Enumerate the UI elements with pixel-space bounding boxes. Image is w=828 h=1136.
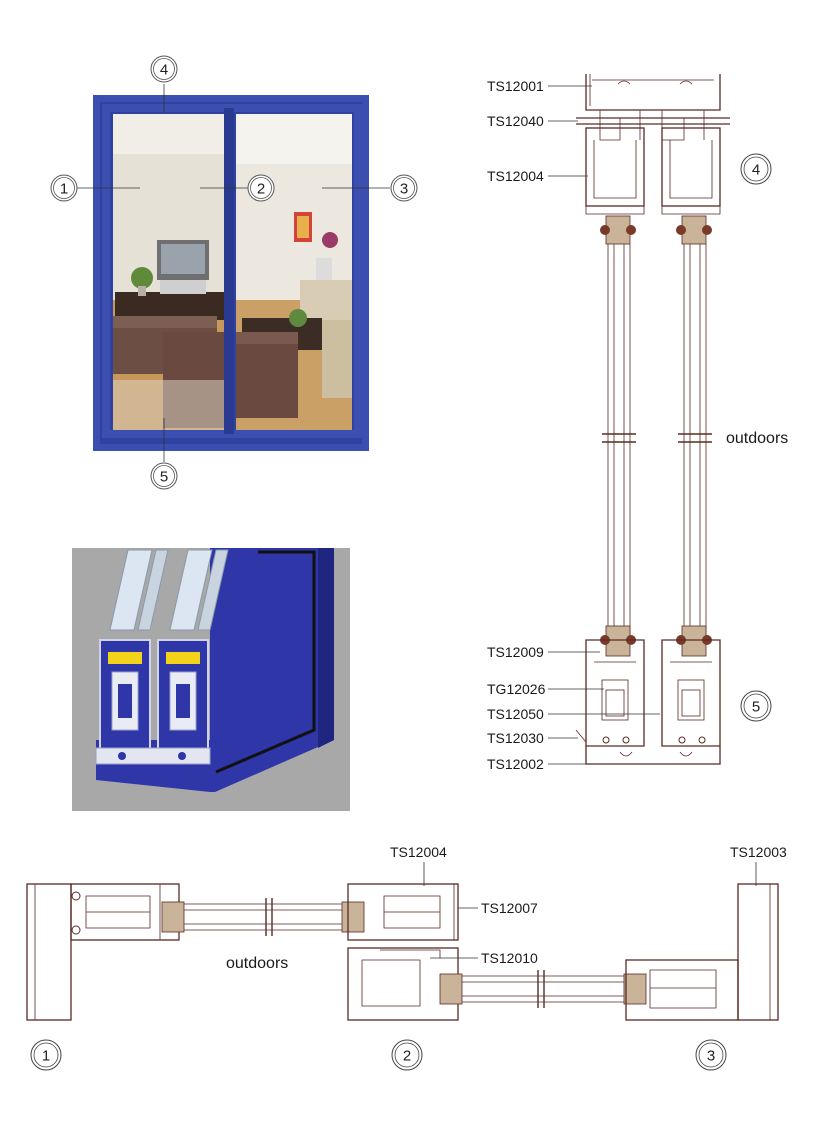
photo-marker-1: 1 [50, 174, 78, 202]
svg-text:3: 3 [707, 1048, 715, 1065]
svg-text:1: 1 [60, 181, 68, 198]
label-ts12004-horizontal: TS12004 [390, 844, 447, 860]
photo-callouts: 4 1 2 3 5 [50, 55, 418, 490]
photo-marker-3: 3 [390, 174, 418, 202]
svg-text:5: 5 [752, 699, 760, 716]
svg-text:4: 4 [752, 162, 760, 179]
svg-text:4: 4 [160, 62, 168, 79]
svg-text:3: 3 [400, 181, 408, 198]
profile-cutaway [72, 548, 350, 811]
photo-marker-4: 4 [150, 55, 178, 83]
left-sash-scene [113, 114, 225, 430]
svg-text:5: 5 [160, 469, 168, 486]
svg-text:2: 2 [257, 181, 265, 198]
vertical-marker-4: 4 [740, 153, 772, 185]
right-sash-scene [236, 114, 352, 430]
horizontal-marker-1: 1 [30, 1039, 62, 1071]
label-ts12050: TS12050 [487, 706, 544, 722]
vertical-section [575, 74, 730, 765]
label-ts12040: TS12040 [487, 113, 544, 129]
label-ts12004-vertical: TS12004 [487, 168, 544, 184]
label-ts12030: TS12030 [487, 730, 544, 746]
vertical-section-labels: TS12001 TS12040 TS12004 TS12009 TG12026 … [487, 78, 788, 772]
label-ts12002: TS12002 [487, 756, 544, 772]
horizontal-outdoors-note: outdoors [226, 955, 288, 972]
horizontal-marker-2: 2 [391, 1039, 423, 1071]
label-ts12009: TS12009 [487, 644, 544, 660]
label-tg12026: TG12026 [487, 681, 546, 697]
vertical-marker-5: 5 [740, 690, 772, 722]
label-ts12001: TS12001 [487, 78, 544, 94]
window-photo [93, 95, 369, 451]
vertical-outdoors-note: outdoors [726, 430, 788, 447]
photo-marker-2: 2 [247, 174, 275, 202]
label-ts12010: TS12010 [481, 950, 538, 966]
svg-text:1: 1 [42, 1048, 50, 1065]
svg-text:2: 2 [403, 1048, 411, 1065]
label-ts12003: TS12003 [730, 844, 787, 860]
photo-marker-5: 5 [150, 462, 178, 490]
label-ts12007: TS12007 [481, 900, 538, 916]
horizontal-section [26, 883, 779, 1021]
horizontal-section-labels: TS12004 TS12007 TS12010 TS12003 outdoors… [30, 844, 787, 1071]
interlock-bar [224, 108, 234, 434]
horizontal-marker-3: 3 [695, 1039, 727, 1071]
